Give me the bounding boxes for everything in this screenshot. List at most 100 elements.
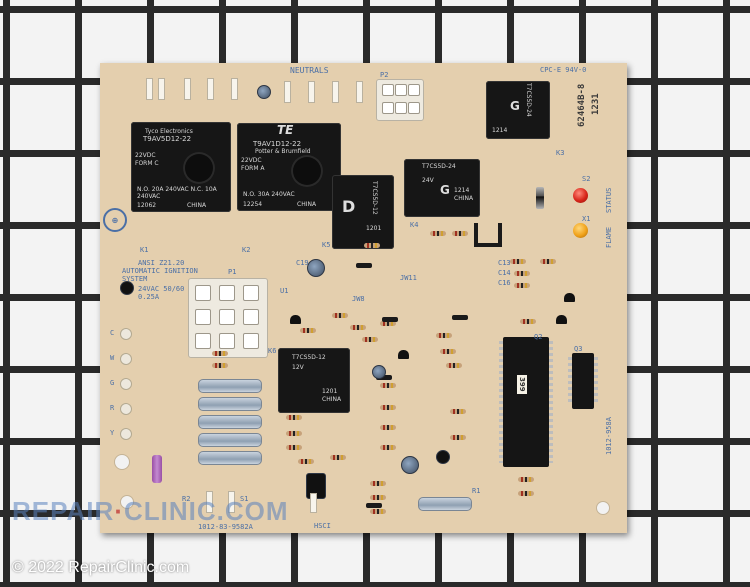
resistor [518,491,534,496]
relay-k4: T7CS5D-24 24V G 1214 CHINA [404,159,480,217]
relay-k3: T7CS5D-24 G 1214 [486,81,550,139]
capacitor [307,259,325,277]
resistor [286,445,302,450]
mcu-label: 399 [517,375,527,394]
p2-connector [376,79,424,121]
header-pin [231,78,238,100]
capacitor [401,456,419,474]
cert-label: CPC-E 94V-0 [540,66,587,74]
ref-label: X1 [582,215,591,223]
neutrals-label: NEUTRALS [290,66,329,75]
hsci-pin [206,491,213,513]
resistor [380,445,396,450]
transistor [564,293,575,302]
resistor [440,349,456,354]
ref-label: Q3 [574,345,583,353]
neutral-pin [332,81,339,103]
terminal-c [120,328,132,340]
resistor [350,325,366,330]
neutral-pin [284,81,291,103]
microcontroller-u1: 399 [499,337,553,467]
copyright-text: © 2022 RepairClinic.com [12,559,190,576]
resistor [452,231,468,236]
resistor [510,259,526,264]
relay-k1: Tyco Electronics T9AV5D12-22 22VDC FORM … [131,122,231,212]
header-pin [184,78,191,100]
terminal-label: Y [110,429,115,437]
resistor [286,431,302,436]
resistor [518,477,534,482]
resistor [212,363,228,368]
relay-k5: D T7CS5D-12 1201 [332,175,394,249]
header-pin [207,78,214,100]
power-resistor [198,379,262,393]
header-pin [158,78,165,100]
sub-part-number: 1012-958A [605,417,613,455]
ref-label: JW11 [400,274,417,282]
transistor [556,315,567,324]
relay-k6: T7CS5D-12 12V 1201 CHINA [278,348,350,413]
resistor [332,313,348,318]
resistor [286,415,302,420]
power-resistor [198,451,262,465]
resistor [450,435,466,440]
resistor [520,319,536,324]
ref-label: K2 [242,246,251,254]
fuse-f1 [152,455,162,483]
status-led-red [573,188,588,203]
terminal-label: G [110,379,115,387]
diode [536,187,544,209]
diode [376,375,392,380]
ref-label: K6 [268,347,277,355]
power-resistor [418,497,472,511]
mount-hole [120,495,134,509]
capacitor [120,281,134,295]
resistor [514,271,530,276]
ref-label: R2 [182,495,191,503]
resistor [514,283,530,288]
resistor [540,259,556,264]
resistor [370,481,386,486]
terminal-label: R [110,404,115,412]
power-resistor [198,397,262,411]
ref-label: K4 [410,221,419,229]
jumper-wire [474,243,502,247]
resistor [436,333,452,338]
power-resistor [198,415,262,429]
resistor [298,459,314,464]
ref-label: C16 [498,279,511,287]
ref-label: R1 [472,487,481,495]
ref-label: S1 [240,495,249,503]
resistor [430,231,446,236]
power-resistor [198,433,262,447]
resistor [446,363,462,368]
resistor [364,243,380,248]
terminal-y [120,428,132,440]
date-code: 1231 [591,93,601,115]
resistor [362,337,378,342]
resistor [380,405,396,410]
resistor [380,383,396,388]
flame-label: FLAME [605,226,613,248]
ref-label: K3 [556,149,565,157]
neutral-pin [356,81,363,103]
terminal-g [120,378,132,390]
status-label: STATUS [605,187,613,213]
sub-part-number-2: 1012-83-9582A [198,523,253,531]
diode [356,263,372,268]
power-rating: 24VAC 50/60 Hz 0.25A [138,285,198,301]
ref-label: JW8 [352,295,365,303]
p1-connector [188,278,268,358]
ic-u2 [568,353,598,409]
transistor [398,350,409,359]
watermark: REPAIR·CLINIC.COM [12,496,289,526]
diode [366,503,382,508]
relay-k2: TE T9AV1D12-22 Potter & Brumfield 22VDC … [237,123,341,211]
capacitor [436,450,450,464]
mount-hole [114,454,130,470]
diode [452,315,468,320]
hsci-label: HSCI [314,522,331,530]
mount-hole [596,501,610,515]
flame-led-amber [573,223,588,238]
jumper-wire [498,223,502,247]
